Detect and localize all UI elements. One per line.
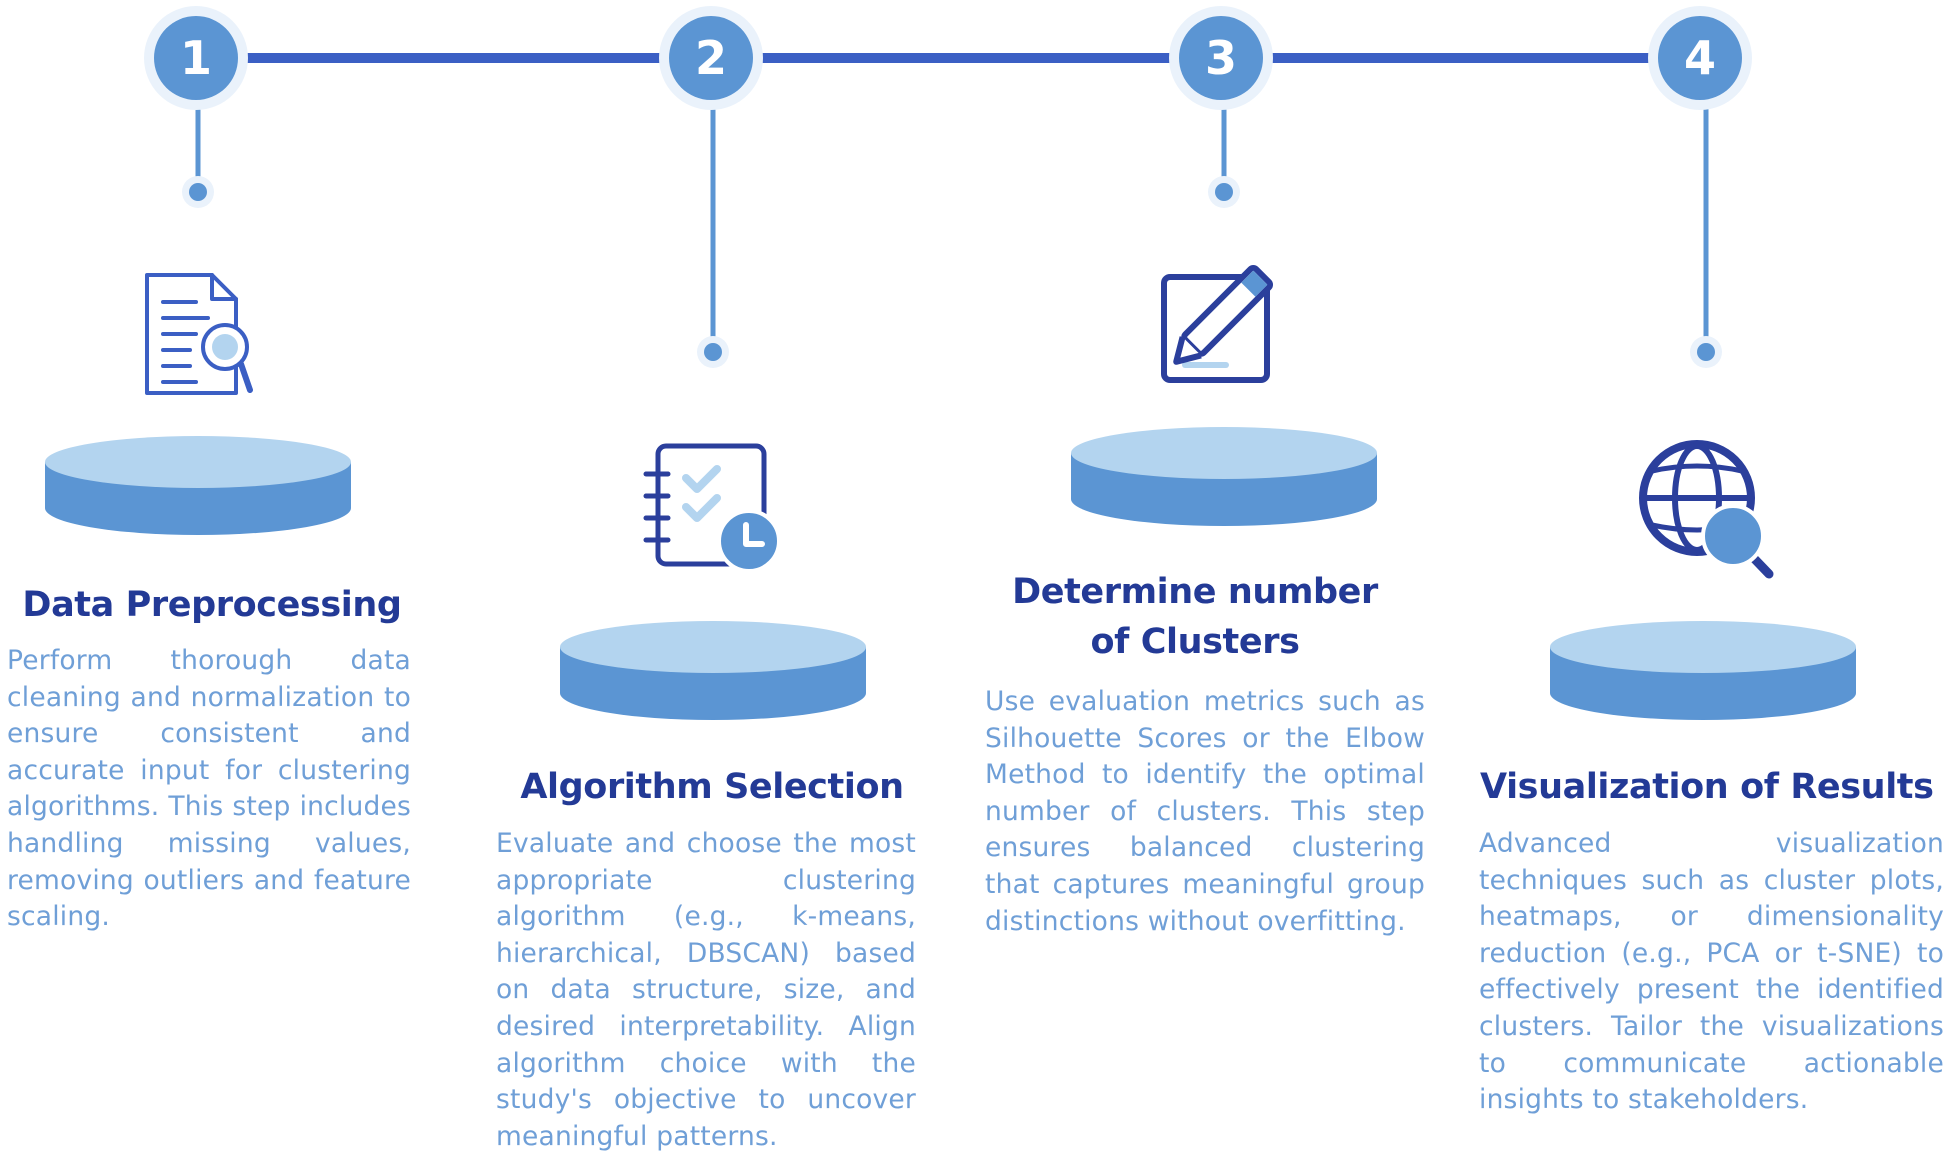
step-title-3: Determine number of Clusters (1012, 572, 1378, 662)
edit-pencil-icon (1161, 264, 1274, 383)
step-description-3: Use evaluation metrics such as Silhouett… (985, 686, 1425, 937)
stem-dot-1-core (189, 183, 207, 201)
step-stems (195, 100, 1709, 352)
globe-search-icon (1639, 440, 1774, 579)
step-description-4: Advanced visualization techniques such a… (1479, 828, 1944, 1116)
step-description-2: Evaluate and choose the most appropriate… (496, 828, 916, 1152)
step-title-2: Algorithm Selection (520, 767, 904, 807)
pedestal-disc-4 (1550, 621, 1856, 720)
step-number-1: 1 (180, 31, 212, 85)
step-badge-3: 3 (1169, 6, 1273, 110)
stem-dot-4-core (1697, 343, 1715, 361)
pedestal-disc-3 (1071, 427, 1377, 526)
step-badge-1: 1 (144, 6, 248, 110)
stem-end-dots (182, 176, 1722, 368)
step-title-1: Data Preprocessing (22, 585, 402, 625)
pedestal-disc-2 (560, 621, 866, 720)
step-number-2: 2 (695, 31, 727, 85)
document-search-icon (145, 273, 253, 395)
step-number-3: 3 (1205, 31, 1237, 85)
pedestal-disc-1 (45, 436, 351, 535)
step-description-1: Perform thorough data cleaning and norma… (7, 645, 411, 933)
step-title-4: Visualization of Results (1480, 767, 1934, 807)
stem-dot-3-core (1215, 183, 1233, 201)
step-number-4: 4 (1684, 31, 1716, 85)
step-badge-4: 4 (1648, 6, 1752, 110)
stem-dot-2-core (704, 343, 722, 361)
step-badge-2: 2 (659, 6, 763, 110)
checklist-clock-icon (643, 443, 781, 573)
